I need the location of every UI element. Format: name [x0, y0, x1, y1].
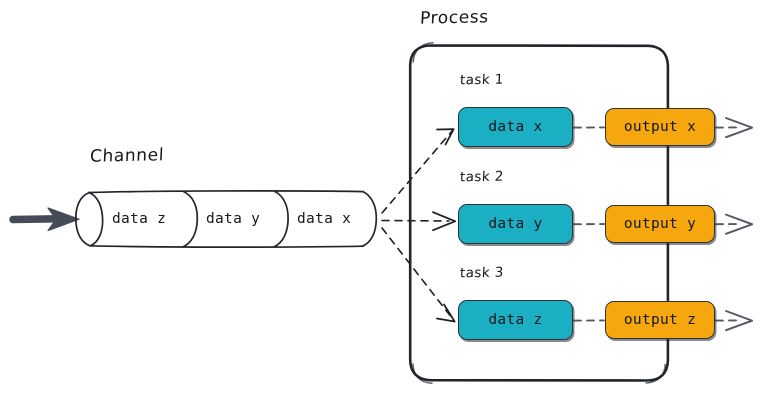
task-input-node-2[interactable]: data y	[458, 204, 573, 244]
output-arrow-task1	[715, 117, 753, 139]
task-input-node-3[interactable]: data z	[458, 300, 573, 340]
channel-segment-1: data y	[206, 211, 261, 227]
fanout-arrow-task1	[381, 128, 455, 214]
output-arrow-task2	[715, 213, 753, 235]
channel-segment-0: data z	[112, 211, 167, 227]
fanout-arrow-task2	[381, 211, 456, 232]
channel-segment-2: data x	[297, 211, 352, 227]
task-label-1: task 1	[459, 71, 505, 89]
channel-title: Channel	[89, 145, 165, 167]
fanout-arrow-task3	[381, 227, 456, 323]
input-arrow	[9, 207, 80, 232]
output-arrow-task3	[715, 310, 753, 332]
task-input-node-1[interactable]: data x	[458, 107, 573, 147]
process-title: Process	[419, 7, 490, 29]
task-output-node-3[interactable]: output z	[605, 301, 715, 339]
process-boundary	[408, 42, 670, 384]
task-label-2: task 2	[459, 168, 505, 186]
task-output-node-2[interactable]: output y	[605, 205, 715, 243]
task-label-3: task 3	[459, 264, 505, 282]
task-output-node-1[interactable]: output x	[605, 108, 715, 146]
channel-cylinder	[74, 190, 378, 248]
